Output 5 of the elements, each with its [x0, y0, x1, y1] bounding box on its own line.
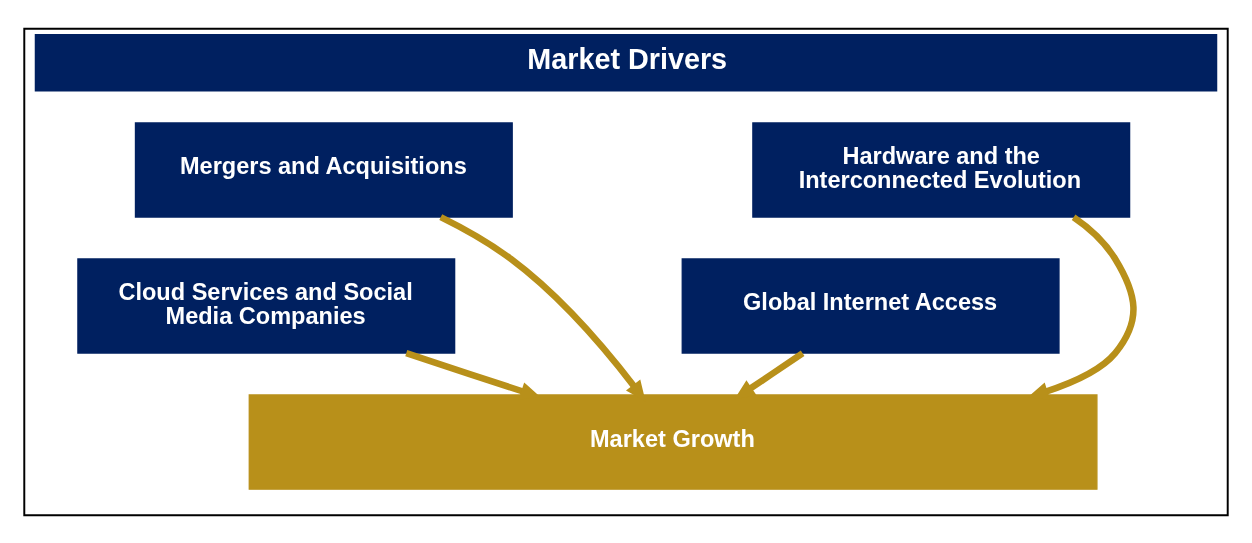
node-box: Hardware and the Interconnected Evolution: [752, 121, 1131, 218]
node-box: Mergers and Acquisitions: [134, 121, 513, 218]
node-box: Cloud Services and Social Media Companies: [77, 257, 456, 354]
node-box: Global Internet Access: [681, 257, 1060, 354]
node-box: Market Growth: [248, 393, 1098, 490]
